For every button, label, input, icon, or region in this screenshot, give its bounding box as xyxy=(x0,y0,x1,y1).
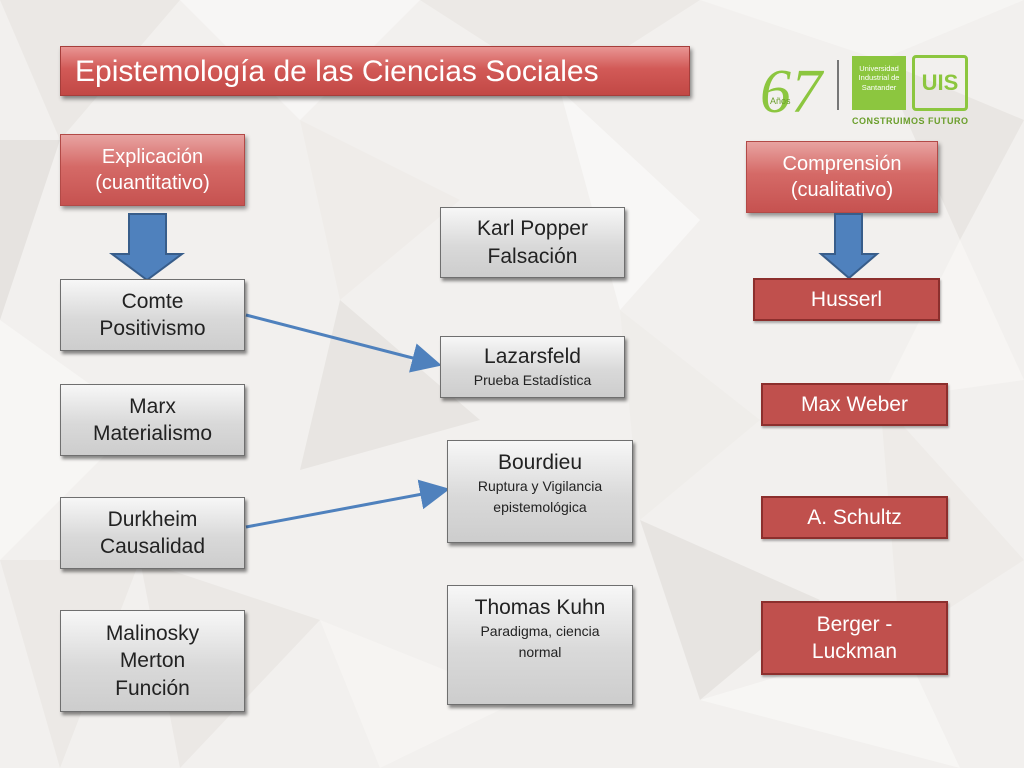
node-marx-name: Marx xyxy=(129,394,176,418)
node-lazarsfeld-concept: Prueba Estadística xyxy=(473,372,592,389)
header-explicacion-line2: (cuantitativo) xyxy=(95,172,210,194)
node-marx: Marx Materialismo xyxy=(60,384,245,456)
node-husserl-label: Husserl xyxy=(810,287,883,311)
node-max-weber-label: Max Weber xyxy=(801,392,908,416)
node-comte: Comte Positivismo xyxy=(60,279,245,351)
node-husserl: Husserl xyxy=(753,278,940,321)
node-bourdieu-concept: Ruptura y Vigilancia epistemológica xyxy=(477,478,603,516)
node-malinosky-name: Malinosky xyxy=(105,622,200,646)
header-comprension-line1: Comprensión xyxy=(782,153,902,175)
node-durkheim-concept: Causalidad xyxy=(99,535,206,558)
anniversary-word: Años xyxy=(770,96,791,106)
header-comprension: Comprensión (cualitativo) xyxy=(746,141,938,213)
node-karl-popper: Karl Popper Falsación xyxy=(440,207,625,278)
node-merton-name: Merton xyxy=(119,649,186,673)
node-thomas-kuhn-concept: Paradigma, ciencia normal xyxy=(480,623,600,661)
node-durkheim-name: Durkheim xyxy=(107,507,198,531)
node-comte-concept: Positivismo xyxy=(99,317,206,340)
header-comprension-line2: (cualitativo) xyxy=(790,179,894,201)
university-name-badge: Universidad Industrial de Santander xyxy=(852,56,906,110)
header-explicacion: Explicación (cuantitativo) xyxy=(60,134,245,206)
node-bourdieu-name: Bourdieu xyxy=(497,451,583,474)
uis-logo-icon: UIS xyxy=(912,55,968,111)
node-funcion-concept: Función xyxy=(115,676,190,700)
logo-separator xyxy=(837,60,839,110)
logo-tagline: CONSTRUIMOS FUTURO xyxy=(852,116,969,126)
node-malinosky-merton: Malinosky Merton Función xyxy=(60,610,245,712)
node-comte-name: Comte xyxy=(121,289,184,313)
node-berger-luckman: Berger - Luckman xyxy=(761,601,948,675)
node-marx-concept: Materialismo xyxy=(92,422,213,445)
node-thomas-kuhn-name: Thomas Kuhn xyxy=(474,596,606,619)
node-berger-luckman-label: Berger - Luckman xyxy=(811,612,898,663)
node-lazarsfeld: Lazarsfeld Prueba Estadística xyxy=(440,336,625,398)
anniversary-67-logo: 67 Años xyxy=(760,58,825,124)
node-karl-popper-concept: Falsación xyxy=(487,244,578,268)
node-karl-popper-name: Karl Popper xyxy=(477,217,588,241)
node-thomas-kuhn: Thomas Kuhn Paradigma, ciencia normal xyxy=(447,585,633,705)
node-bourdieu: Bourdieu Ruptura y Vigilancia epistemoló… xyxy=(447,440,633,543)
node-a-schultz-label: A. Schultz xyxy=(807,505,902,529)
node-durkheim: Durkheim Causalidad xyxy=(60,497,245,569)
anniversary-number: 67 xyxy=(760,58,825,124)
node-max-weber: Max Weber xyxy=(761,383,948,426)
header-explicacion-line1: Explicación xyxy=(101,146,204,168)
node-lazarsfeld-name: Lazarsfeld xyxy=(484,344,581,368)
page-title: Epistemología de las Ciencias Sociales xyxy=(60,46,690,96)
node-a-schultz: A. Schultz xyxy=(761,496,948,539)
